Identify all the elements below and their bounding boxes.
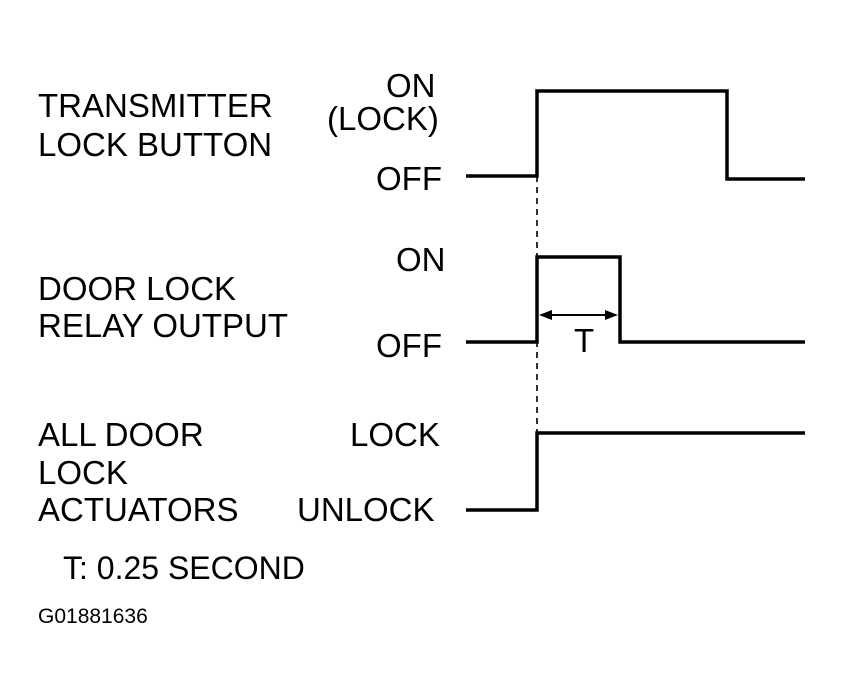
signal-transmitter-lock-button: TRANSMITTER LOCK BUTTON ON (LOCK) OFF xyxy=(38,67,805,197)
low-state-label: UNLOCK xyxy=(297,491,435,528)
signal-name-line: LOCK xyxy=(38,454,128,491)
high-state-label: LOCK xyxy=(350,416,440,453)
signal-name-line: DOOR LOCK xyxy=(38,270,236,307)
high-state-label: ON xyxy=(396,241,446,278)
figure-id: G01881636 xyxy=(38,605,148,628)
low-state-label: OFF xyxy=(376,327,442,364)
waveform-transmitter xyxy=(466,89,805,181)
signal-door-lock-relay-output: DOOR LOCK RELAY OUTPUT ON OFF T xyxy=(38,241,805,364)
high-state-label: (LOCK) xyxy=(327,100,439,137)
waveform-relay xyxy=(466,255,805,344)
interval-note: T: 0.25 SECOND xyxy=(63,550,305,586)
high-state-label: ON xyxy=(386,67,436,104)
low-state-label: OFF xyxy=(376,160,442,197)
signal-name-line: TRANSMITTER xyxy=(38,87,273,124)
signal-all-door-lock-actuators: ALL DOOR LOCK ACTUATORS LOCK UNLOCK xyxy=(38,416,805,528)
signal-name-line: LOCK BUTTON xyxy=(38,126,272,163)
signal-name-line: ACTUATORS xyxy=(38,491,238,528)
signal-name-line: ALL DOOR xyxy=(38,416,204,453)
arrowhead-left xyxy=(539,310,552,320)
waveform-actuators xyxy=(466,431,805,512)
arrowhead-right xyxy=(605,310,618,320)
interval-label: T xyxy=(574,322,594,359)
signal-name-line: RELAY OUTPUT xyxy=(38,307,288,344)
